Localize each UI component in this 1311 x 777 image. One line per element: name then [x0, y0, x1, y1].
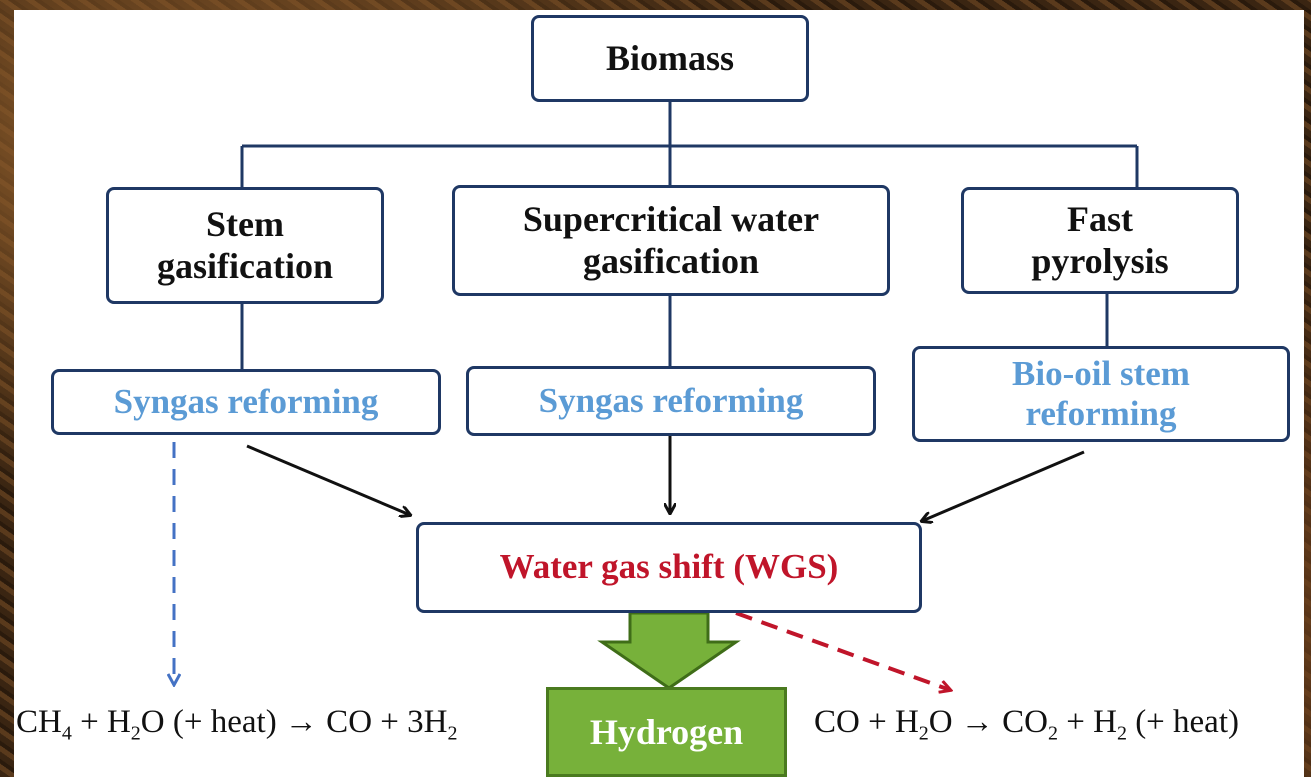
block-arrow-down: [597, 611, 741, 690]
supercritical-label: Supercritical water gasification: [522, 199, 820, 281]
diagram-canvas: Biomass Stem gasification Supercritical …: [14, 10, 1304, 777]
wgs-label: Water gas shift (WGS): [499, 547, 839, 587]
syngas-reforming-label-1: Syngas reforming: [113, 381, 379, 421]
biomass-node: Biomass: [531, 15, 809, 102]
water-gas-shift-equation: CO + H2O → CO2 + H2 (+ heat): [814, 704, 1239, 745]
supercritical-water-gasification-node: Supercritical water gasification: [452, 185, 890, 296]
stem-gasification-node: Stem gasification: [106, 187, 384, 304]
dashed-arrow-to-wgs-equation: [735, 611, 950, 690]
syngas-reforming-node-1: Syngas reforming: [51, 369, 441, 435]
hydrogen-node: Hydrogen: [546, 687, 787, 777]
arrow-biooil-to-wgs: [922, 450, 1085, 521]
bio-oil-stem-reforming-node: Bio-oil stem reforming: [912, 346, 1290, 442]
bio-oil-label: Bio-oil stem reforming: [1012, 353, 1190, 433]
syngas-reforming-node-2: Syngas reforming: [466, 366, 876, 436]
fast-pyrolysis-label: Fast pyrolysis: [1031, 199, 1169, 281]
stem-gasification-label: Stem gasification: [157, 204, 333, 286]
biomass-label: Biomass: [605, 37, 735, 78]
water-gas-shift-node: Water gas shift (WGS): [416, 522, 922, 613]
hydrogen-label: Hydrogen: [589, 712, 744, 752]
arrow-syngas1-to-wgs: [246, 444, 410, 515]
syngas-reforming-label-2: Syngas reforming: [538, 380, 804, 420]
methane-reforming-equation: CH4 + H2O (+ heat) → CO + 3H2: [16, 704, 458, 745]
connector-layer: [14, 102, 1139, 777]
fast-pyrolysis-node: Fast pyrolysis: [961, 187, 1239, 294]
